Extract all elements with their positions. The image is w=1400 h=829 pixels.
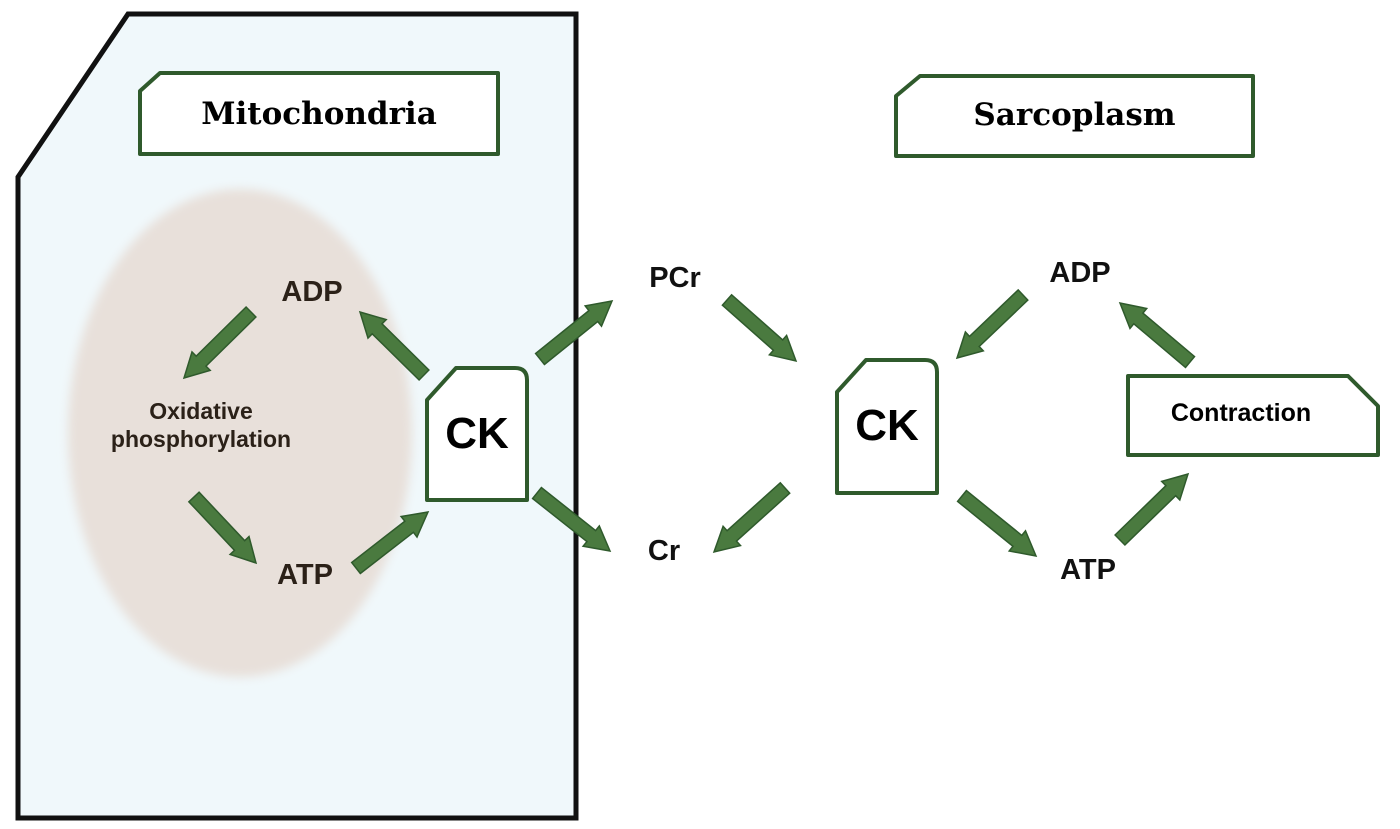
mitochondria-title: Mitochondria (201, 96, 437, 132)
sarcoplasm-title-box (894, 74, 1255, 158)
arrow-mito-ck-to-pcr (534, 300, 614, 366)
arrow-sarco-ck-to-cr (712, 481, 791, 554)
mitochondria-title-box (138, 71, 500, 156)
arrow-adp-to-oxphos (182, 305, 257, 380)
mito-atp-label: ATP (277, 559, 333, 591)
contraction-box (1126, 374, 1380, 457)
sarcoplasm-title: Sarcoplasm (973, 97, 1176, 133)
oxidative-phosphorylation-label: Oxidative phosphorylation (74, 398, 328, 453)
arrow-mito-ck-to-adp (358, 310, 430, 382)
sarco-ck-label: CK (855, 401, 919, 450)
cr-label: Cr (647, 535, 681, 567)
arrow-mito-ck-to-cr (531, 486, 612, 552)
contraction-label: Contraction (1170, 399, 1312, 427)
arrow-contraction-to-adp (1118, 301, 1196, 369)
mito-ck-label: CK (445, 409, 509, 458)
sarco-adp-label: ADP (1049, 257, 1111, 289)
mitochondrial-ck-box (425, 366, 529, 502)
arrow-adp-to-sarco-ck (955, 288, 1029, 360)
pcr-label: PCr (649, 262, 701, 294)
arrow-sarco-ck-to-atp (956, 489, 1038, 557)
arrow-oxphos-to-atp (187, 491, 258, 565)
sarco-atp-label: ATP (1060, 554, 1116, 586)
oxidative-phosphorylation-text: Oxidative phosphorylation (110, 398, 292, 452)
mito-adp-label: ADP (281, 276, 343, 308)
mitochondrial-matrix (68, 189, 412, 677)
sarcoplasmic-ck-box (835, 358, 939, 495)
arrow-pcr-to-sarco-ck (721, 293, 798, 363)
arrow-atp-to-contraction (1114, 472, 1190, 547)
arrow-atp-to-mito-ck (350, 511, 430, 575)
flow-arrows (182, 288, 1196, 575)
